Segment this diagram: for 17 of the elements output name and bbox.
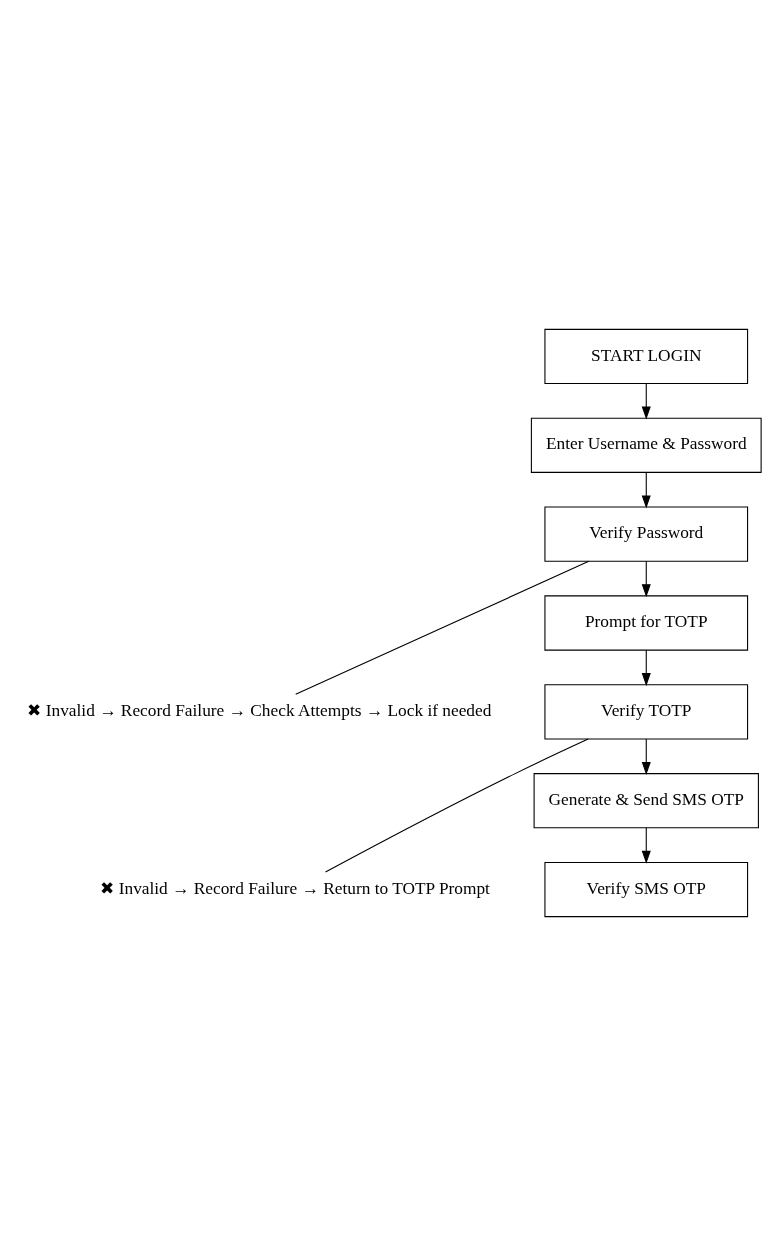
node-box: Generate & Send SMS OTP bbox=[533, 772, 759, 828]
arrow bbox=[641, 382, 651, 420]
node-box: Verify TOTP bbox=[544, 683, 749, 739]
node-text: ✖ Invalid → Record Failure → Check Attempts → Lock if needed bbox=[27, 700, 492, 720]
node-text: ✖ Invalid → Record Failure → Return to TOTP Prompt bbox=[100, 878, 490, 898]
node-box: Enter Username & Password bbox=[530, 417, 762, 473]
arrow bbox=[641, 560, 651, 597]
connector bbox=[325, 738, 589, 873]
node-box: Prompt for TOTP bbox=[544, 594, 749, 651]
arrow bbox=[641, 649, 651, 686]
arrow bbox=[641, 737, 651, 775]
arrow bbox=[641, 471, 651, 508]
arrow bbox=[641, 826, 651, 864]
connector bbox=[295, 560, 590, 695]
node-box: Verify SMS OTP bbox=[544, 861, 749, 917]
node-box: Verify Password bbox=[544, 506, 749, 562]
node-box: START LOGIN bbox=[544, 328, 749, 384]
